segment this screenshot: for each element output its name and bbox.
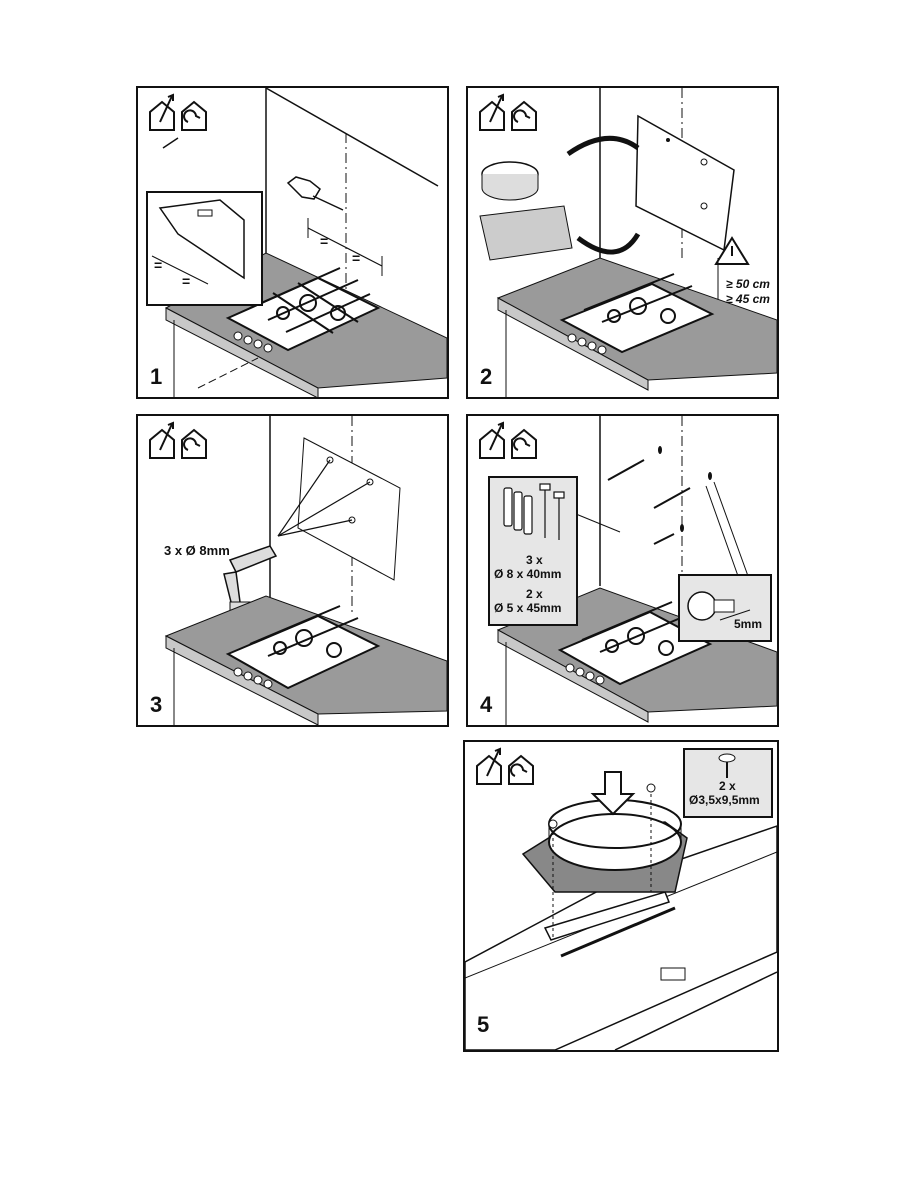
screws-size: Ø3,5x9,5mm — [689, 793, 760, 807]
panel-1-illustration — [146, 88, 447, 397]
equals-mark-4: = — [352, 250, 361, 266]
drill-spec-label: 3 x Ø 8mm — [164, 543, 230, 558]
house-vent-out-icon — [149, 93, 175, 131]
house-vent-out-icon — [149, 421, 175, 459]
panel-step-2: ≥ 50 cm ≥ 45 cm 2 — [466, 86, 779, 399]
house-recirculation-icon — [508, 754, 534, 785]
screws-quantity: 2 x — [719, 779, 736, 793]
equals-mark-3: = — [320, 233, 329, 249]
step-number: 2 — [480, 364, 493, 389]
panel-3-illustration — [149, 416, 447, 725]
equals-mark-1: = — [154, 257, 163, 273]
house-vent-out-icon — [476, 747, 502, 785]
screw-head-icon — [687, 591, 751, 621]
house-vent-out-icon — [479, 93, 505, 131]
plugs-quantity: 3 x — [526, 553, 543, 567]
fixings-spec-box: 3 x Ø 8 x 40mm 2 x Ø 5 x 45mm — [488, 476, 578, 626]
panel-step-4: 3 x Ø 8 x 40mm 2 x Ø 5 x 45mm 5mm 4 — [466, 414, 779, 727]
screws-quantity: 2 x — [526, 587, 543, 601]
house-vent-out-icon — [479, 421, 505, 459]
plugs-and-screws-icon — [503, 483, 565, 540]
screw-icon — [718, 753, 736, 778]
screws-spec-box: 2 x Ø3,5x9,5mm — [683, 748, 773, 818]
step-number: 3 — [150, 692, 163, 717]
clearance-electric-label: ≥ 45 cm — [726, 292, 770, 306]
panel-2-illustration — [479, 88, 777, 397]
screw-gap-label: 5mm — [734, 617, 763, 631]
panel-step-1: = = = = 1 — [136, 86, 449, 399]
panel-step-5: 2 x Ø3,5x9,5mm 5 — [463, 740, 779, 1052]
step-number: 1 — [150, 364, 163, 389]
screws-size: Ø 5 x 45mm — [494, 601, 562, 615]
house-recirculation-icon — [511, 428, 537, 459]
panel-5-illustration — [465, 747, 777, 1050]
equals-mark-2: = — [182, 273, 191, 289]
clearance-gas-label: ≥ 50 cm — [726, 277, 770, 291]
house-recirculation-icon — [181, 428, 207, 459]
plugs-size: Ø 8 x 40mm — [494, 567, 562, 581]
screw-gap-detail-box: 5mm — [678, 574, 772, 642]
step-number: 4 — [480, 692, 493, 717]
house-recirculation-icon — [181, 100, 207, 131]
panel-step-3: 3 x Ø 8mm 3 — [136, 414, 449, 727]
house-recirculation-icon — [511, 100, 537, 131]
step-number: 5 — [477, 1012, 490, 1037]
